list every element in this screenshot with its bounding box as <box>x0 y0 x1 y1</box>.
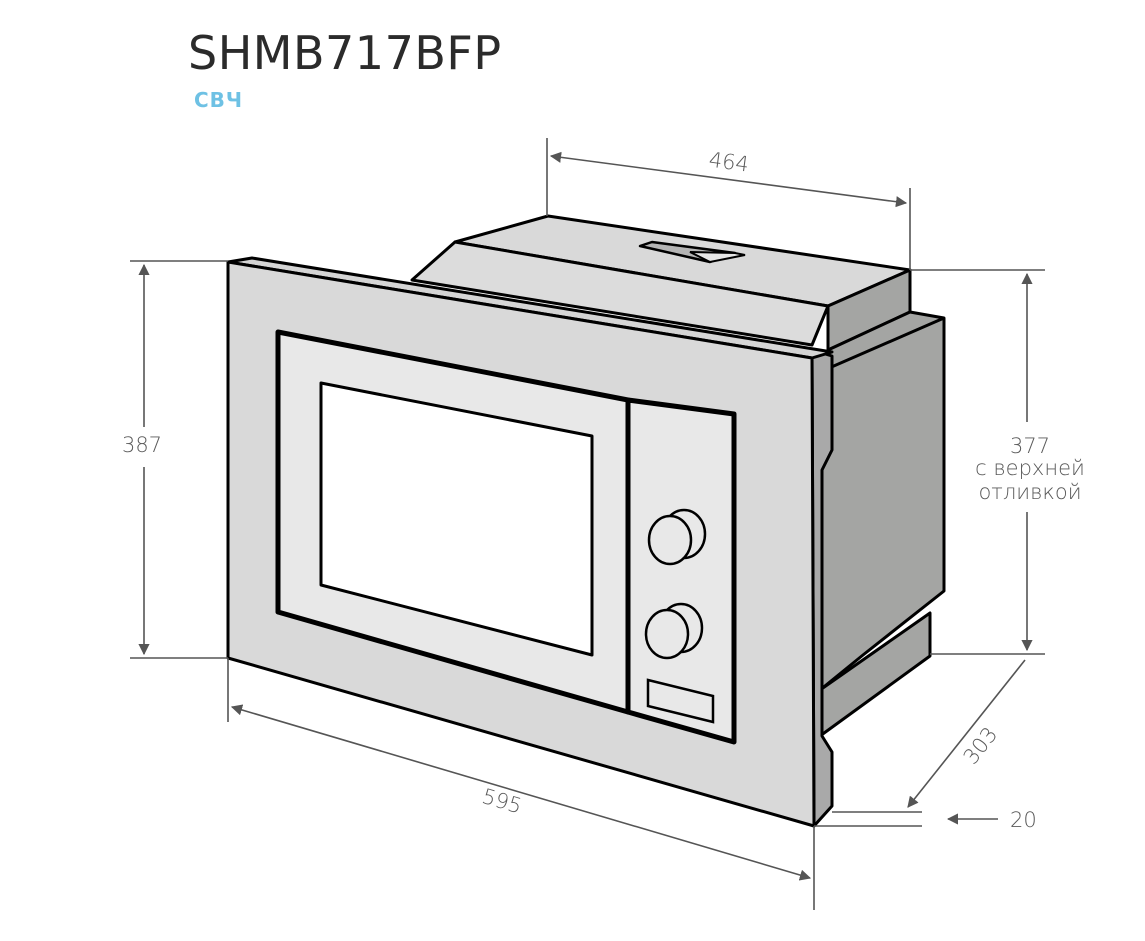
knob-icon-power <box>644 602 704 660</box>
dim-height-note-2: отливкой <box>978 480 1081 504</box>
door-window <box>319 381 594 657</box>
dim-height-note-1: с верхней <box>975 456 1085 480</box>
model-title: SHMB717BFP <box>188 26 502 80</box>
knob-icon-timer <box>647 508 707 566</box>
dim-height-front: 387 <box>122 433 162 457</box>
dim-width-front: 595 <box>479 784 524 818</box>
category-label: СВЧ <box>194 88 244 112</box>
control-panel <box>625 397 737 745</box>
dimension-lines <box>130 138 1045 910</box>
dim-frame-thickness: 20 <box>1010 808 1037 832</box>
dim-depth-side: 303 <box>959 723 1003 769</box>
microwave-body <box>410 214 946 738</box>
dim-height-body: 377 <box>1010 434 1050 458</box>
dim-depth-top: 464 <box>707 148 750 177</box>
